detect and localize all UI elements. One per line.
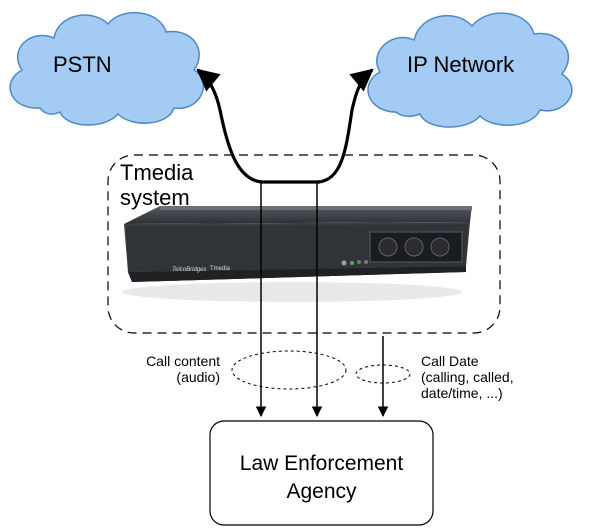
agency-line1: Law Enforcement [239,452,404,475]
ip-network-cloud [367,12,573,128]
call-content-label: Call content (audio) [146,353,220,385]
system-label-line1: Tmedia [120,160,194,185]
system-label-line2: system [120,185,190,210]
call-data-line2: (calling, called, [421,369,514,385]
ip-network-link [317,68,374,184]
call-data-line1: Call Date [421,353,479,369]
pstn-cloud [9,11,205,126]
call-content-line1: Call content [146,353,220,369]
system-label: Tmedia system [120,160,193,210]
agency-line2: Agency [286,480,357,503]
law-enforcement-agency-box [209,420,434,526]
pstn-link [196,68,263,184]
call-data-line3: date/time, ...) [421,385,503,401]
call-data-label: Call Date (calling, called, date/time, .… [421,353,514,401]
call-data-ellipse [355,364,411,384]
ip-network-label: IP Network [407,52,515,77]
device-model-text: Tmedia [210,266,231,272]
tmedia-device [122,206,472,302]
call-content-ellipse [231,350,347,390]
device-brand-text: TelcoBridges [172,267,206,273]
tmedia-system-boundary [107,154,501,334]
pstn-label: PSTN [53,52,112,77]
agency-label: Law Enforcement Agency [210,450,433,506]
call-content-line2: (audio) [176,369,220,385]
